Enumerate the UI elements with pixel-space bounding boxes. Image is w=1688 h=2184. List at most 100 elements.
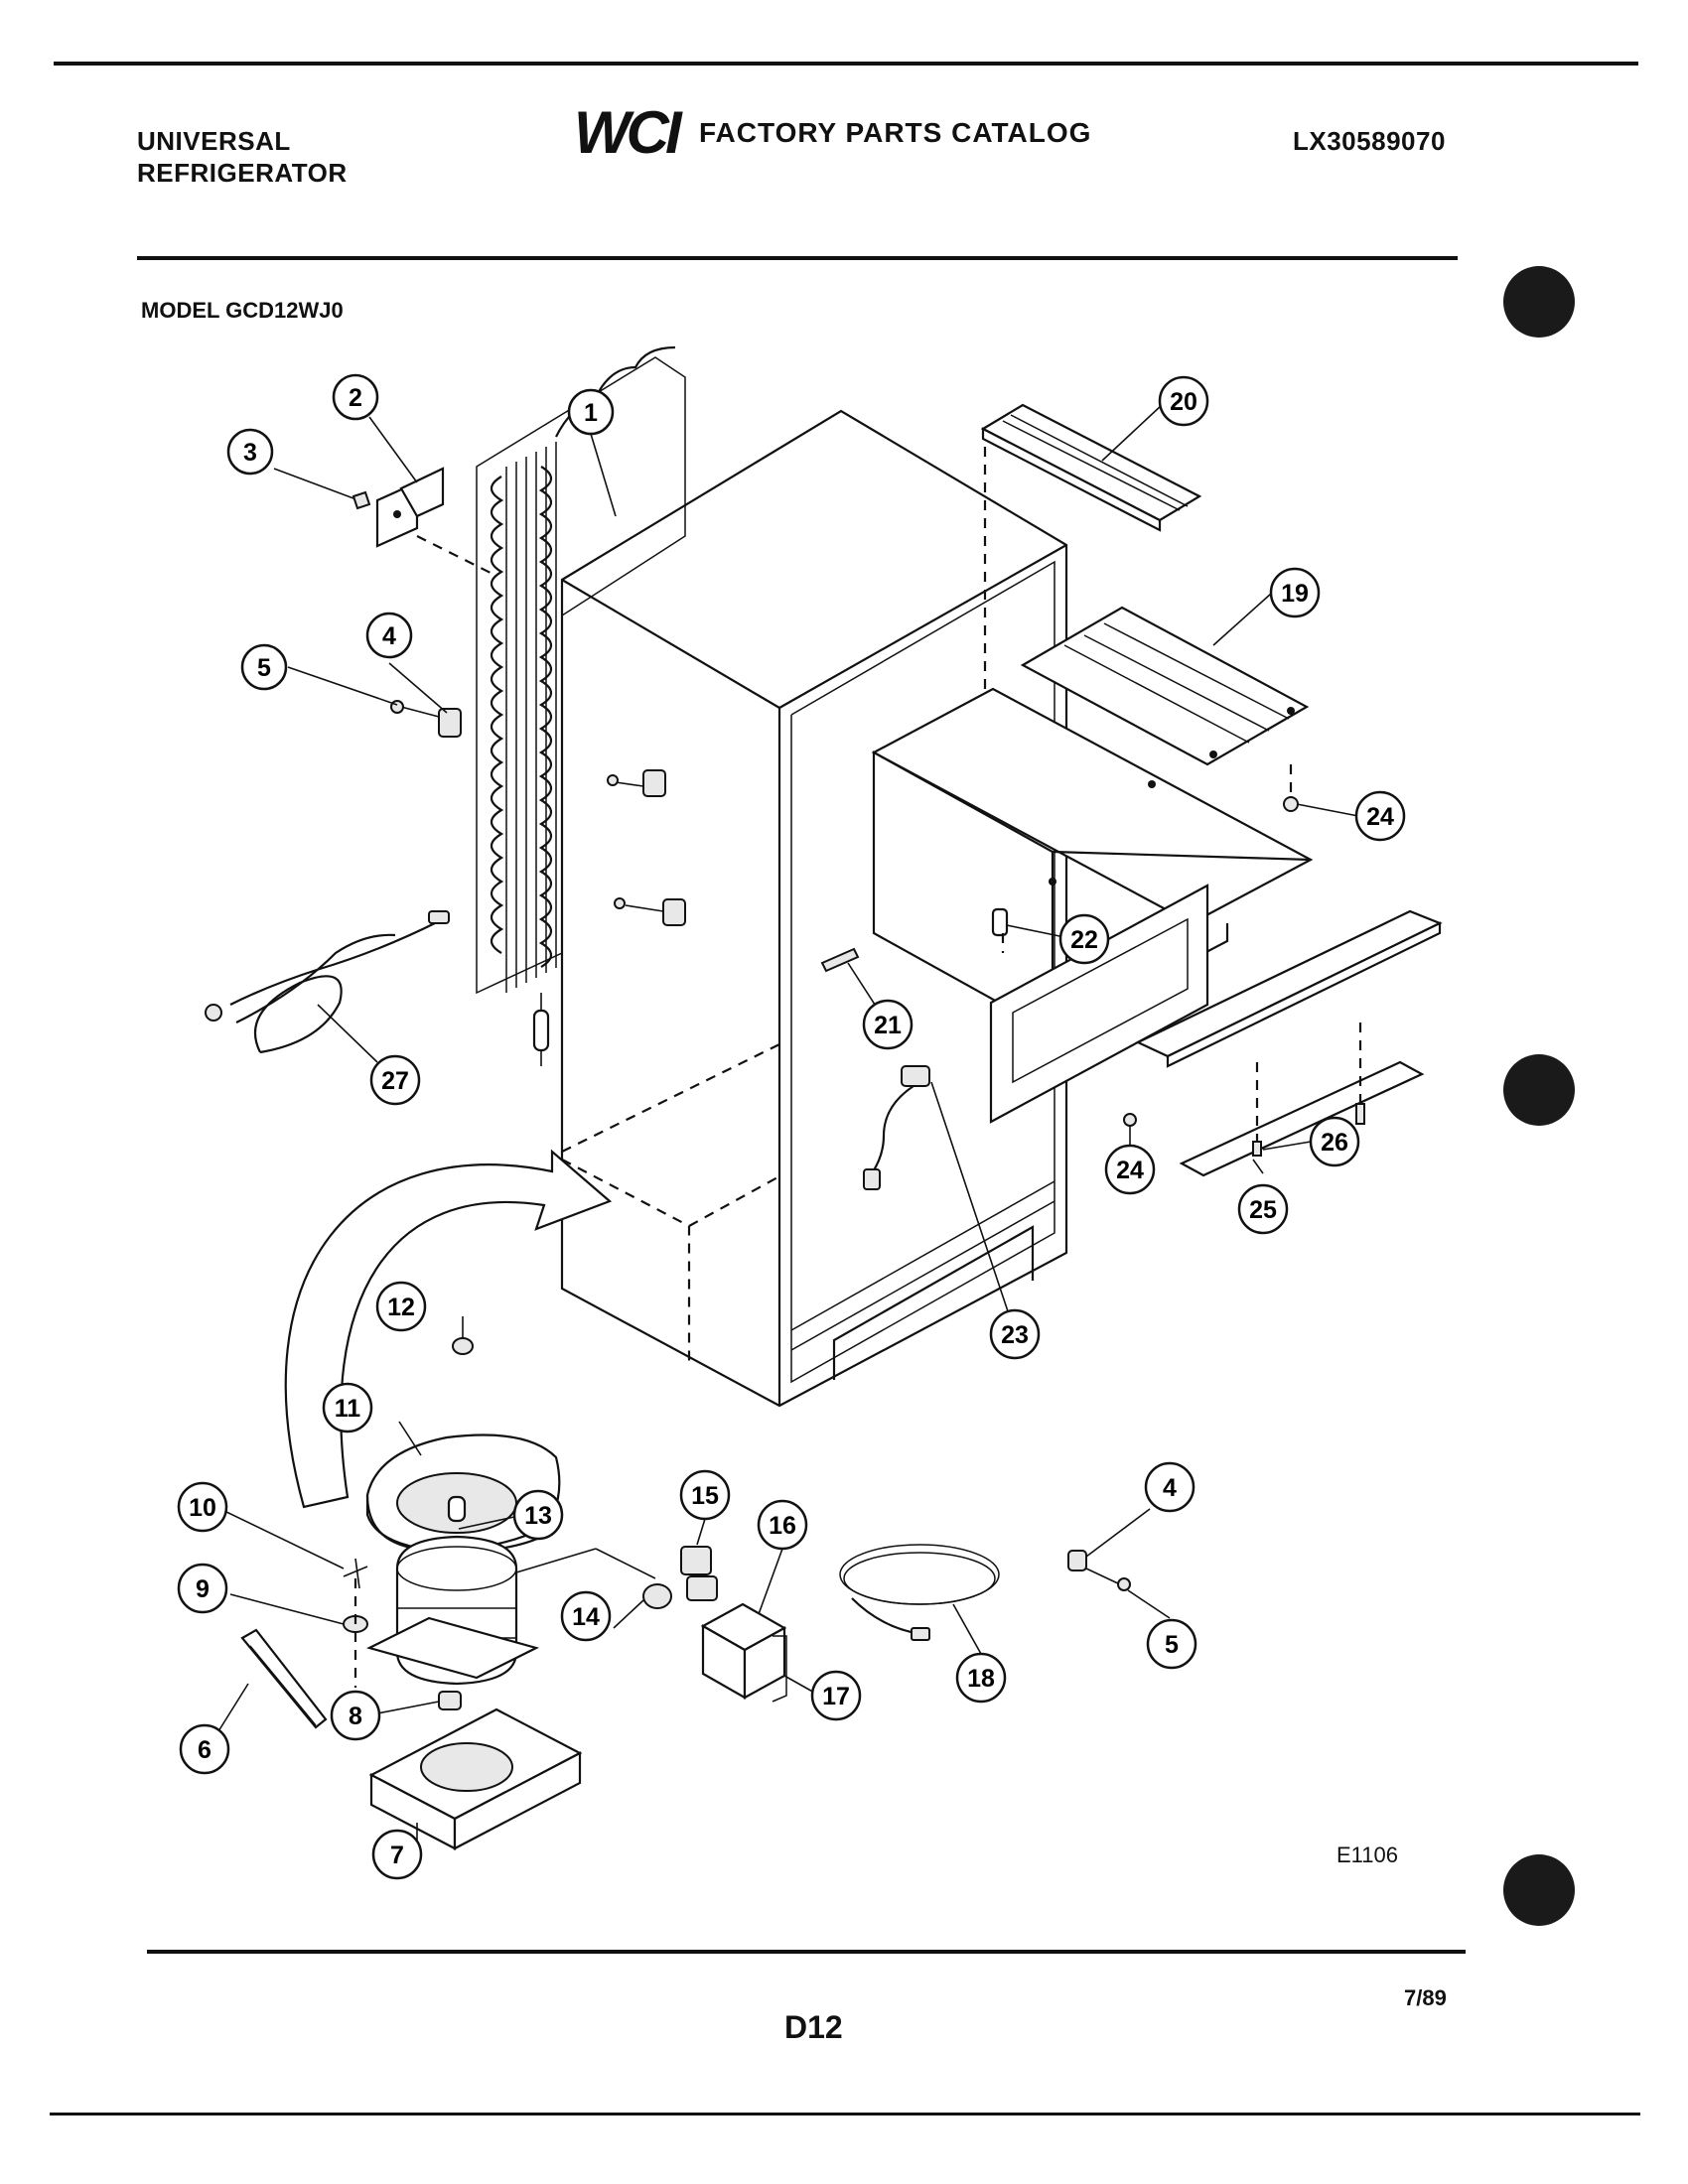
footer-rule bbox=[147, 1950, 1466, 1954]
grommet-12 bbox=[452, 1337, 474, 1355]
callout-11: 11 bbox=[322, 1382, 373, 1433]
svg-text:6: 6 bbox=[198, 1736, 211, 1764]
callout-22: 22 bbox=[1058, 913, 1110, 965]
revision-date: 7/89 bbox=[1404, 1985, 1447, 2010]
catalog-number: LX30589070 bbox=[1293, 126, 1446, 156]
callout-10: 10 bbox=[177, 1481, 228, 1533]
wire-harness bbox=[205, 910, 450, 1054]
location-arrow bbox=[284, 1149, 613, 1509]
callout-3: 3 bbox=[226, 428, 274, 476]
svg-text:14: 14 bbox=[572, 1603, 600, 1631]
model-label: MODEL GCD12WJ0 bbox=[141, 298, 344, 323]
thermostat-23 bbox=[863, 1065, 930, 1190]
callout-18: 18 bbox=[955, 1652, 1007, 1704]
svg-text:11: 11 bbox=[335, 1395, 361, 1423]
svg-text:9: 9 bbox=[196, 1575, 210, 1603]
svg-text:21: 21 bbox=[874, 1012, 902, 1039]
company-name-line1: UNIVERSAL bbox=[137, 126, 291, 156]
door-frame bbox=[989, 884, 1209, 1124]
callout-17: 17 bbox=[810, 1670, 862, 1721]
compressor-tray-11 bbox=[365, 1433, 561, 1553]
callout-26: 26 bbox=[1309, 1116, 1360, 1167]
binder-hole-bottom bbox=[1503, 1854, 1575, 1926]
callout-4-upper: 4 bbox=[365, 612, 413, 659]
callout-5-upper: 5 bbox=[240, 643, 288, 691]
capacitor-16 bbox=[700, 1602, 787, 1703]
callout-13: 13 bbox=[512, 1489, 564, 1541]
compressor-13 bbox=[365, 1495, 540, 1686]
header-rule bbox=[137, 256, 1458, 260]
clip-10 bbox=[343, 1558, 368, 1688]
svg-text:18: 18 bbox=[967, 1665, 995, 1693]
callout-4-lower: 4 bbox=[1144, 1461, 1196, 1513]
catalog-title: FACTORY PARTS CATALOG bbox=[699, 117, 1092, 148]
callout-27: 27 bbox=[369, 1054, 421, 1106]
svg-text:15: 15 bbox=[691, 1482, 719, 1510]
callout-14: 14 bbox=[560, 1590, 612, 1642]
svg-text:7: 7 bbox=[390, 1842, 404, 1869]
top-border bbox=[54, 62, 1638, 66]
sleeve-8 bbox=[438, 1691, 462, 1710]
binder-hole-top bbox=[1503, 266, 1575, 338]
svg-text:17: 17 bbox=[822, 1683, 850, 1710]
overload-14 bbox=[642, 1583, 672, 1609]
svg-text:20: 20 bbox=[1170, 388, 1197, 416]
bottom-trim bbox=[1135, 909, 1443, 1177]
callout-6: 6 bbox=[179, 1723, 230, 1775]
svg-text:2: 2 bbox=[349, 384, 362, 412]
callout-23: 23 bbox=[989, 1308, 1041, 1360]
page-number: D12 bbox=[784, 2009, 843, 2045]
svg-text:12: 12 bbox=[387, 1294, 415, 1321]
svg-text:16: 16 bbox=[769, 1512, 796, 1540]
callout-9: 9 bbox=[177, 1563, 228, 1614]
svg-text:10: 10 bbox=[189, 1494, 216, 1522]
callout-15: 15 bbox=[679, 1469, 731, 1521]
callout-5-lower: 5 bbox=[1146, 1618, 1197, 1670]
callout-20: 20 bbox=[1158, 375, 1209, 427]
clip-lower-right bbox=[1067, 1550, 1131, 1591]
svg-text:24: 24 bbox=[1116, 1157, 1144, 1184]
side-clip bbox=[614, 897, 686, 926]
drain-pan-7 bbox=[368, 1707, 583, 1850]
callout-12: 12 bbox=[375, 1281, 427, 1332]
figure-id: E1106 bbox=[1336, 1843, 1398, 1867]
baffle-6 bbox=[240, 1628, 328, 1729]
callout-24-upper: 24 bbox=[1354, 790, 1406, 842]
svg-text:4: 4 bbox=[1163, 1474, 1177, 1502]
clip-upper-left bbox=[390, 700, 462, 738]
side-clip bbox=[607, 769, 666, 797]
svg-text:19: 19 bbox=[1281, 580, 1309, 608]
top-trim-strip bbox=[980, 403, 1202, 814]
svg-text:25: 25 bbox=[1249, 1196, 1277, 1224]
callout-1: 1 bbox=[567, 388, 615, 436]
bottom-border bbox=[50, 2113, 1640, 2116]
power-cord-18 bbox=[839, 1544, 1000, 1641]
svg-text:4: 4 bbox=[382, 622, 396, 650]
screw-24a bbox=[1283, 764, 1299, 812]
callout-8: 8 bbox=[330, 1690, 381, 1741]
svg-text:26: 26 bbox=[1321, 1129, 1348, 1157]
cabinet bbox=[560, 409, 1068, 1408]
svg-text:23: 23 bbox=[1001, 1321, 1029, 1349]
screw-24b bbox=[1123, 1113, 1137, 1127]
svg-text:22: 22 bbox=[1070, 926, 1098, 954]
callout-19: 19 bbox=[1269, 567, 1321, 618]
svg-text:3: 3 bbox=[243, 439, 257, 467]
callout-2: 2 bbox=[332, 373, 379, 421]
svg-text:5: 5 bbox=[1165, 1631, 1179, 1659]
callout-24-lower: 24 bbox=[1104, 1144, 1156, 1195]
svg-text:24: 24 bbox=[1366, 803, 1394, 831]
coil-bracket bbox=[352, 467, 497, 577]
top-cover-plate bbox=[1020, 606, 1310, 766]
svg-text:1: 1 bbox=[584, 399, 598, 427]
condenser-coil bbox=[476, 345, 686, 1066]
callout-16: 16 bbox=[757, 1499, 808, 1551]
bracket-21 bbox=[820, 947, 860, 973]
wci-logo: WCI bbox=[574, 99, 682, 166]
callout-25: 25 bbox=[1237, 1183, 1289, 1235]
binder-hole-middle bbox=[1503, 1054, 1575, 1126]
callout-7: 7 bbox=[371, 1829, 423, 1880]
company-name-line2: REFRIGERATOR bbox=[137, 158, 348, 188]
callout-21: 21 bbox=[862, 999, 914, 1050]
